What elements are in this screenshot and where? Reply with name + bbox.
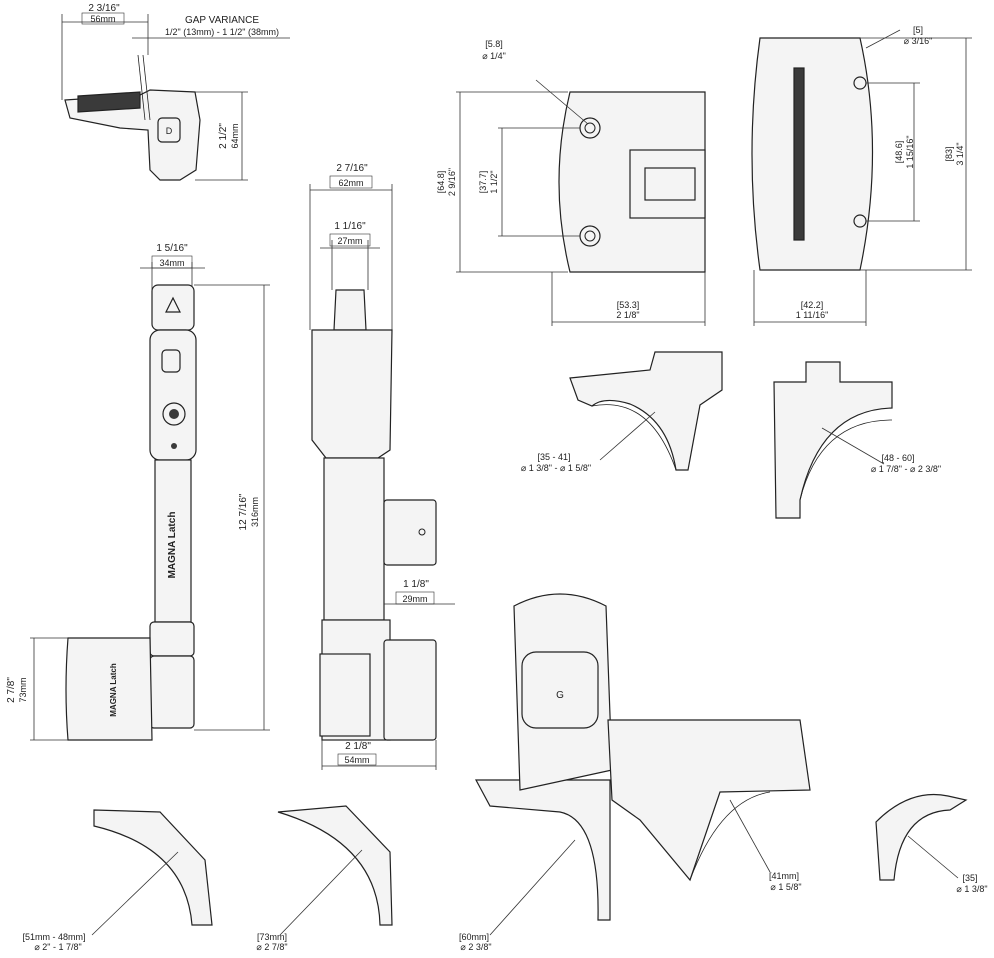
bracket-a-width-mm: [53.3] (617, 300, 640, 310)
side-width-mm: 62mm (338, 178, 363, 188)
bottom-4-in: ⌀ 1 5/8" (770, 882, 801, 892)
bracket-a-spacing-mm: [37.7] (478, 171, 488, 194)
mid-left-mm: [35 - 41] (537, 452, 570, 462)
mid-right-mm: [48 - 60] (881, 453, 914, 463)
bottom-1-in: ⌀ 2" - 1 7/8" (34, 942, 81, 952)
bracket-a-height-mm: [64.8] (436, 171, 446, 194)
bottom-5-in: ⌀ 1 3/8" (956, 884, 987, 894)
front-height-in: 12 7/16" (238, 493, 249, 530)
bottom-2-in: ⌀ 2 7/8" (256, 942, 287, 952)
gap-title: GAP VARIANCE (185, 15, 259, 26)
gap-range: 1/2" (13mm) - 1 1/2" (38mm) (165, 27, 279, 37)
bracket-b-hole-mm: [5] (913, 25, 923, 35)
bracket-b-view: [5] ⌀ 3/16" [48.6] 1 15/16" [83] 3 1/4" … (751, 25, 972, 326)
bracket-a-width-in: 2 1/8" (616, 310, 639, 320)
bracket-b-hole-in: ⌀ 3/16" (904, 36, 933, 46)
pipe-mount-bottom-2: [73mm] ⌀ 2 7/8" (256, 805, 393, 952)
mid-right-in: ⌀ 1 7/8" - ⌀ 2 3/8" (871, 464, 941, 474)
front-width-mm: 34mm (159, 258, 184, 268)
side-offset-mm: 29mm (402, 594, 427, 604)
side-knob-mm: 27mm (337, 236, 362, 246)
pipe-mount-mid-right: [48 - 60] ⌀ 1 7/8" - ⌀ 2 3/8" (773, 361, 941, 519)
top-height-in: 2 1/2" (218, 123, 229, 149)
bracket-a-height-in: 2 9/16" (447, 168, 457, 196)
bottom-3-mm: [60mm] (459, 932, 489, 942)
bracket-b-height-mm: [83] (944, 146, 954, 161)
front-brand-text: MAGNA Latch (167, 512, 178, 579)
mid-left-in: ⌀ 1 3/8" - ⌀ 1 5/8" (521, 463, 591, 473)
bracket-b-height-in: 3 1/4" (955, 142, 965, 165)
bottom-5-mm: [35] (962, 873, 977, 883)
top-logo-icon: D (166, 126, 173, 136)
side-knob-in: 1 1/16" (334, 221, 366, 232)
front-view: 1 5/16" 34mm MAGNA Latch MAGNA Latch 12 … (6, 243, 270, 741)
bracket-a-hole-in: ⌀ 1/4" (482, 51, 506, 61)
iso-assembly-view: G [41mm] ⌀ 1 5/8" [60mm] ⌀ 2 3/8" (459, 593, 811, 952)
top-view: 2 3/16" 56mm GAP VARIANCE 1/2" (13mm) - … (61, 3, 290, 181)
front-brand-small: MAGNA Latch (109, 663, 118, 717)
side-offset-in: 1 1/8" (403, 579, 429, 590)
iso-logo-icon: G (556, 690, 564, 701)
pipe-mount-bottom-5: [35] ⌀ 1 3/8" (875, 793, 988, 894)
bottom-2-mm: [73mm] (257, 932, 287, 942)
bottom-3-in: ⌀ 2 3/8" (460, 942, 491, 952)
bottom-1-mm: [51mm - 48mm] (22, 932, 85, 942)
bracket-a-view: [5.8] ⌀ 1/4" [64.8] 2 9/16" [37.7] 1 1/2… (436, 39, 706, 326)
bracket-b-spacing-in: 1 15/16" (905, 135, 915, 168)
bottom-4-mm: [41mm] (769, 871, 799, 881)
front-height-mm: 316mm (250, 497, 260, 527)
bracket-b-spacing-mm: [48.6] (894, 141, 904, 164)
pipe-mount-mid-left: [35 - 41] ⌀ 1 3/8" - ⌀ 1 5/8" (521, 351, 723, 473)
side-base-in: 2 1/8" (345, 741, 371, 752)
bracket-b-width-in: 1 11/16" (796, 310, 829, 320)
bracket-a-hole-mm: [5.8] (485, 39, 503, 49)
front-width-in: 1 5/16" (156, 243, 188, 254)
front-base-mm: 73mm (18, 677, 28, 702)
front-base-in: 2 7/8" (6, 677, 17, 703)
side-view: 2 7/16" 62mm 1 1/16" 27mm 1 1/8" 29mm 2 … (309, 163, 455, 770)
pipe-mount-bottom-1: [51mm - 48mm] ⌀ 2" - 1 7/8" (22, 809, 213, 952)
top-height-mm: 64mm (230, 123, 240, 148)
top-width-in: 2 3/16" (88, 3, 120, 14)
top-width-mm: 56mm (90, 14, 115, 24)
side-base-mm: 54mm (344, 755, 369, 765)
bracket-a-spacing-in: 1 1/2" (489, 170, 499, 193)
bracket-b-width-mm: [42.2] (801, 300, 824, 310)
side-width-in: 2 7/16" (336, 163, 368, 174)
